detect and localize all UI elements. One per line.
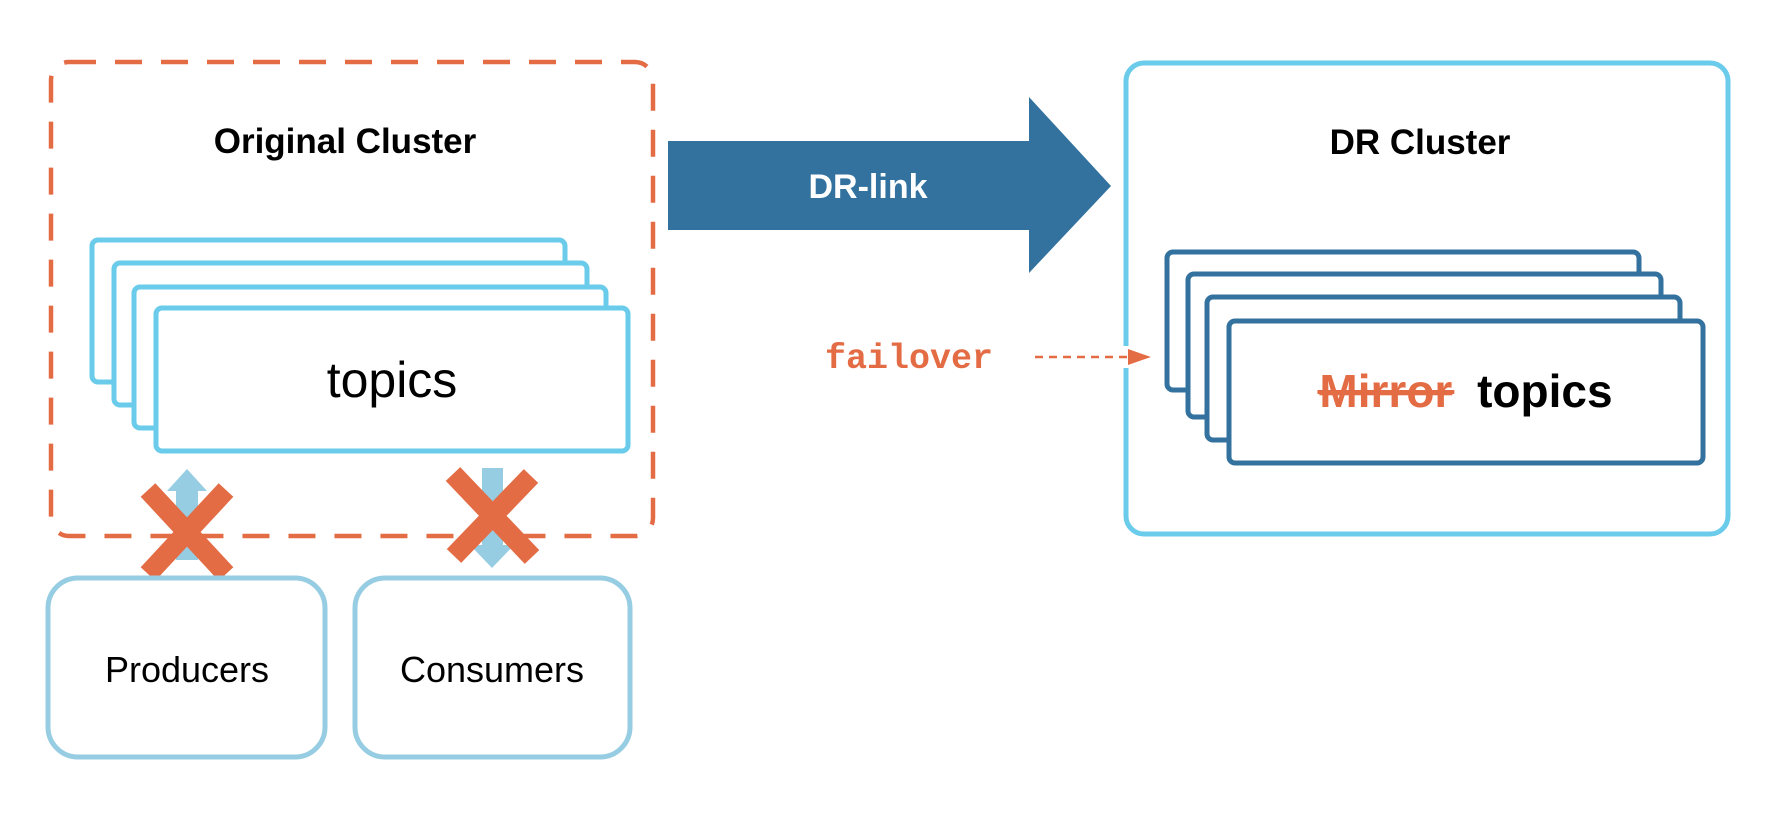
dr-cluster-border	[1123, 60, 1731, 537]
failover-arrowhead-icon	[1128, 349, 1151, 365]
original-cluster-border	[48, 59, 656, 539]
failover-arrow	[1035, 346, 1151, 368]
dr-topics-word: topics	[1477, 365, 1612, 417]
dr-cluster-title: DR Cluster	[1330, 123, 1511, 162]
dr-cluster: DR Cluster Mirror topics	[1123, 60, 1731, 537]
producers-box-border	[45, 575, 328, 760]
failover-indicator: failover	[825, 339, 993, 379]
original-cluster-title: Original Cluster	[214, 122, 477, 161]
dr-link-arrow-shape	[668, 97, 1111, 273]
original-cluster: Original Cluster topics	[48, 59, 656, 539]
dr-topic-stack	[1164, 249, 1706, 466]
producers-box: Producers	[45, 575, 328, 760]
failover-label: failover	[825, 339, 993, 379]
blocked-x-icon	[140, 483, 234, 581]
original-topics-label: topics	[327, 352, 458, 408]
blocked-x-icon	[445, 467, 540, 564]
mirror-topic-card	[1226, 318, 1706, 466]
original-topic-stack	[89, 237, 631, 454]
dr-link-arrow: DR-link	[668, 97, 1111, 273]
consumers-label: Consumers	[400, 649, 584, 690]
consumers-box: Consumers	[352, 575, 633, 760]
topic-card	[153, 305, 631, 454]
dr-link-label: DR-link	[809, 168, 928, 206]
x-stroke	[446, 469, 539, 563]
x-stroke	[140, 483, 234, 581]
consumers-box-border	[352, 575, 633, 760]
producers-label: Producers	[105, 649, 269, 690]
